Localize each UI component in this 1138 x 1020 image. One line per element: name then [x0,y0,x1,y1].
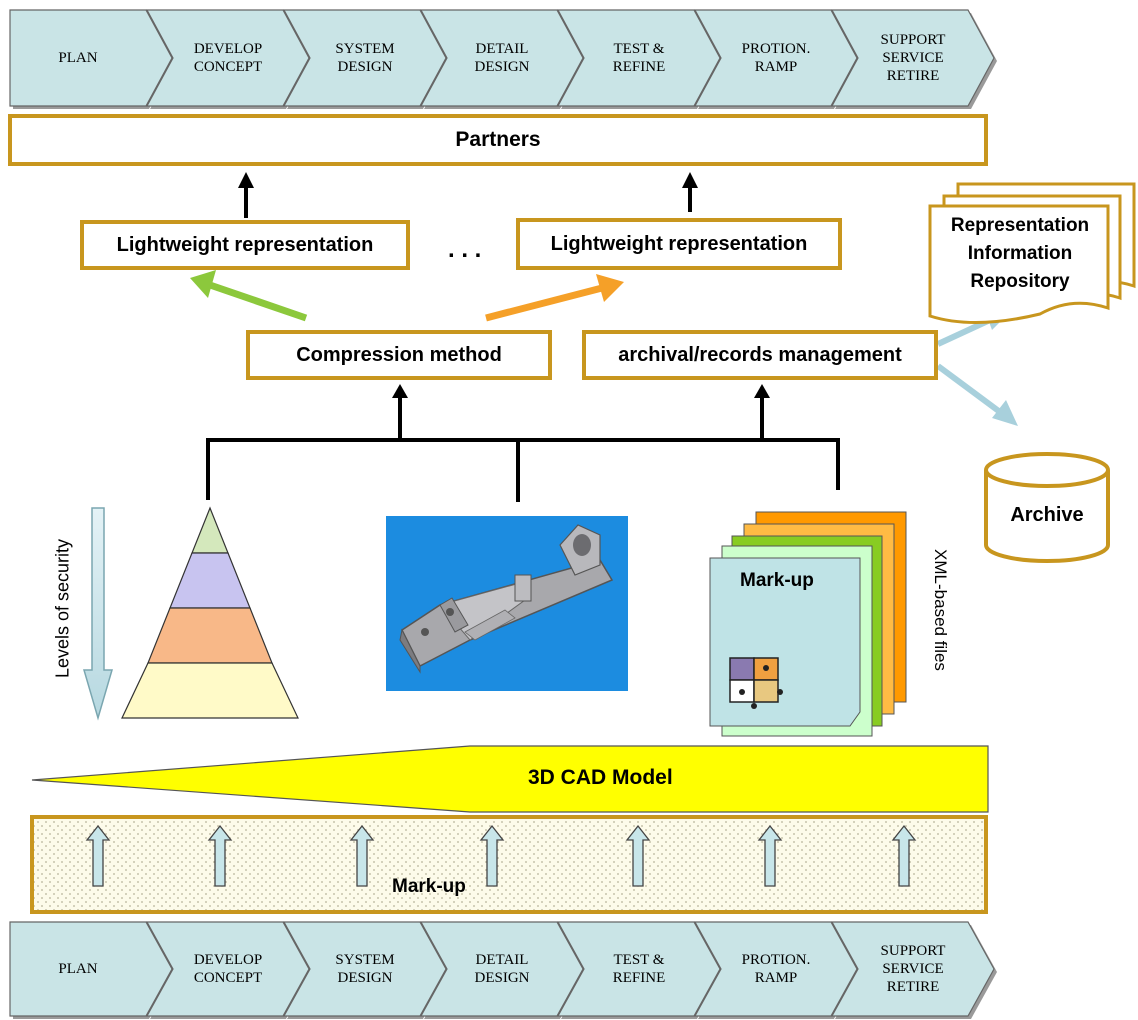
cad-model-wedge [31,745,989,813]
markup-up-arrow [625,824,651,887]
phase-label: PROTION. RAMP [741,952,811,986]
arrowhead-archival [754,384,770,398]
phase-label: DETAIL DESIGN [474,952,530,986]
arrow-left-to-partners [238,172,254,218]
markup-up-arrow [479,824,505,887]
markup-up-arrow [891,824,917,887]
arrow-right-to-partners [682,172,698,212]
markup-card-label: Mark-up [740,570,814,591]
phase-label: SUPPORT SERVICE RETIRE [880,943,946,995]
phase-chevron [145,921,310,1017]
archive-cylinder [984,452,1110,563]
phase-label: SYSTEM DESIGN [335,952,395,986]
phase-label: DEVELOP CONCEPT [193,41,263,75]
markup-up-arrows [85,824,917,887]
lightweight-representation-right: Lightweight representation [516,218,842,270]
compression-method-box: Compression method [246,330,552,380]
phase-label: TEST & REFINE [612,41,666,75]
phase-chevron [556,921,721,1017]
security-arrow [83,507,113,721]
phase-chevron [145,9,310,107]
phase-label: TEST & REFINE [612,952,666,986]
orange-arrow [485,274,624,322]
phase-chevron [830,9,995,107]
partners-box: Partners [8,114,988,166]
phase-label: PLAN [58,50,98,66]
phase-label: PLAN [58,961,98,977]
markup-up-arrow [207,824,233,887]
markup-bar [30,815,988,914]
phase-chevron [282,9,447,107]
archival-management-box: archival/records management [582,330,938,380]
ellipsis: . . . [448,236,482,263]
cad-model-label: 3D CAD Model [528,766,673,789]
markup-up-arrow [757,824,783,887]
phase-label: DETAIL DESIGN [474,41,530,75]
phase-label: DEVELOP CONCEPT [193,952,263,986]
puzzle-icon [729,657,783,709]
arrow-to-archive [936,363,1018,426]
bottom-phase-bar [9,921,997,1019]
phase-chevron [419,9,584,107]
repository-line-2: Information [967,243,1073,264]
markup-bar-label: Mark-up [392,876,466,897]
xml-files-label: XML-based files [931,549,950,671]
phase-chevron [9,9,173,107]
cad-part-image [386,516,628,691]
phase-chevron [830,921,995,1017]
phase-label: PROTION. RAMP [741,41,811,75]
phase-label: SUPPORT SERVICE RETIRE [880,32,946,84]
markup-card-stack [709,511,907,737]
repository-label: Representation Information Repository [930,212,1110,296]
green-arrow [190,270,308,322]
phase-chevron [693,921,858,1017]
top-phase-bar [9,9,997,109]
archive-label: Archive [1010,504,1084,526]
phase-chevron [693,9,858,107]
phase-chevron [282,921,447,1017]
repository-line-1: Representation [950,215,1090,236]
phase-label: SYSTEM DESIGN [335,41,395,75]
phase-chevron [419,921,584,1017]
repository-document-stack [928,182,1136,325]
markup-up-arrow [349,824,375,887]
repository-line-3: Repository [970,271,1070,292]
arrowhead-compression [392,384,408,398]
connector-tree [206,396,840,502]
security-pyramid [121,506,299,719]
phase-chevron [9,921,173,1017]
markup-up-arrow [85,824,111,887]
levels-of-security-label: Levels of security [52,538,73,679]
lightweight-representation-left: Lightweight representation [80,220,410,270]
phase-chevron [556,9,721,107]
